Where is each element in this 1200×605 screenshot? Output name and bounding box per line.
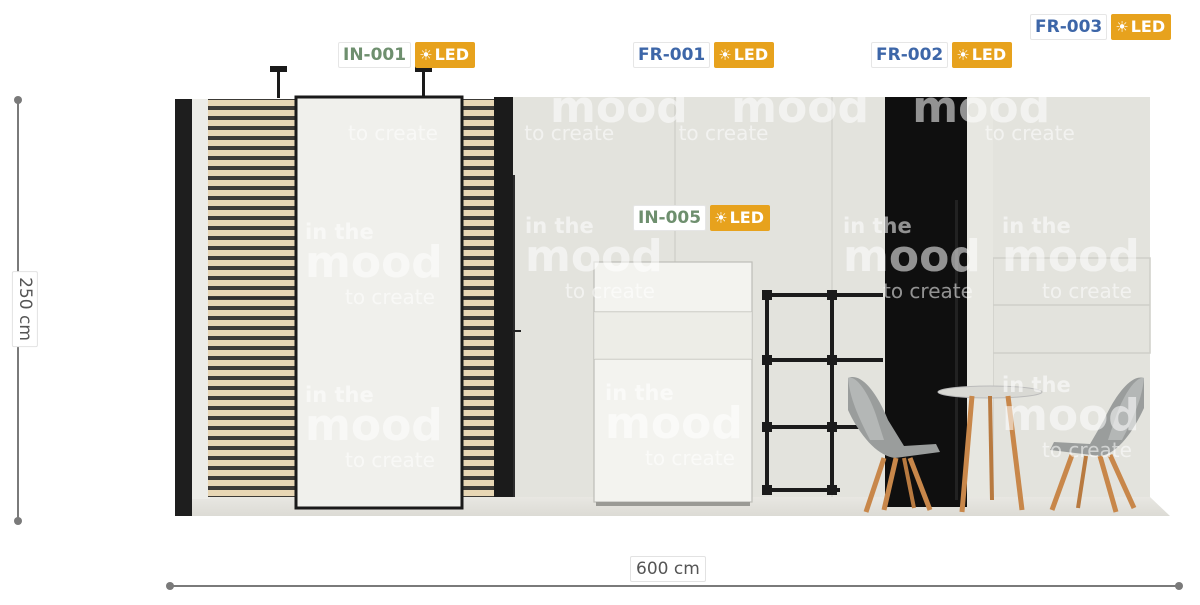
sun-icon: ☀ <box>714 209 728 227</box>
led-badge-label: LED <box>729 208 764 227</box>
sun-icon: ☀ <box>956 46 970 64</box>
label-fr-003[interactable]: FR-003 ☀LED <box>1030 14 1172 40</box>
chair-right <box>1049 377 1144 513</box>
label-in-001[interactable]: IN-001 ☀LED <box>338 42 475 68</box>
label-in-005[interactable]: IN-005 ☀LED <box>633 205 770 231</box>
counter <box>593 261 753 503</box>
height-dimension-end-top <box>14 96 22 104</box>
label-code: FR-003 <box>1030 14 1108 40</box>
label-code: FR-001 <box>633 42 711 68</box>
width-dimension-end-left <box>166 582 174 590</box>
spotlight-left <box>270 66 287 98</box>
led-badge-label: LED <box>733 45 769 64</box>
left-frame <box>175 99 192 516</box>
led-badge-label: LED <box>434 45 469 64</box>
spotlight-right <box>415 66 432 98</box>
chair-left <box>848 377 940 513</box>
led-badge: ☀LED <box>1111 14 1172 40</box>
label-code: IN-001 <box>338 42 412 68</box>
sun-icon: ☀ <box>718 46 732 64</box>
height-dimension-end-bottom <box>14 517 22 525</box>
center-panel <box>294 95 464 510</box>
left-wall <box>192 99 210 499</box>
sun-icon: ☀ <box>419 46 433 64</box>
divider-pillar <box>494 97 513 497</box>
led-badge: ☀LED <box>714 42 775 68</box>
width-dimension-line <box>170 585 1180 587</box>
sun-icon: ☀ <box>1115 18 1129 36</box>
led-badge: ☀LED <box>415 42 475 68</box>
table <box>937 385 1043 513</box>
led-badge-label: LED <box>971 45 1007 64</box>
label-code: IN-005 <box>633 205 707 231</box>
label-fr-002[interactable]: FR-002 ☀LED <box>871 42 1013 68</box>
led-badge: ☀LED <box>952 42 1013 68</box>
label-fr-001[interactable]: FR-001 ☀LED <box>633 42 775 68</box>
led-badge: ☀LED <box>710 205 770 231</box>
width-dimension-label: 600 cm <box>630 556 706 582</box>
width-dimension-end-right <box>1175 582 1183 590</box>
led-badge-label: LED <box>1130 17 1166 36</box>
label-code: FR-002 <box>871 42 949 68</box>
